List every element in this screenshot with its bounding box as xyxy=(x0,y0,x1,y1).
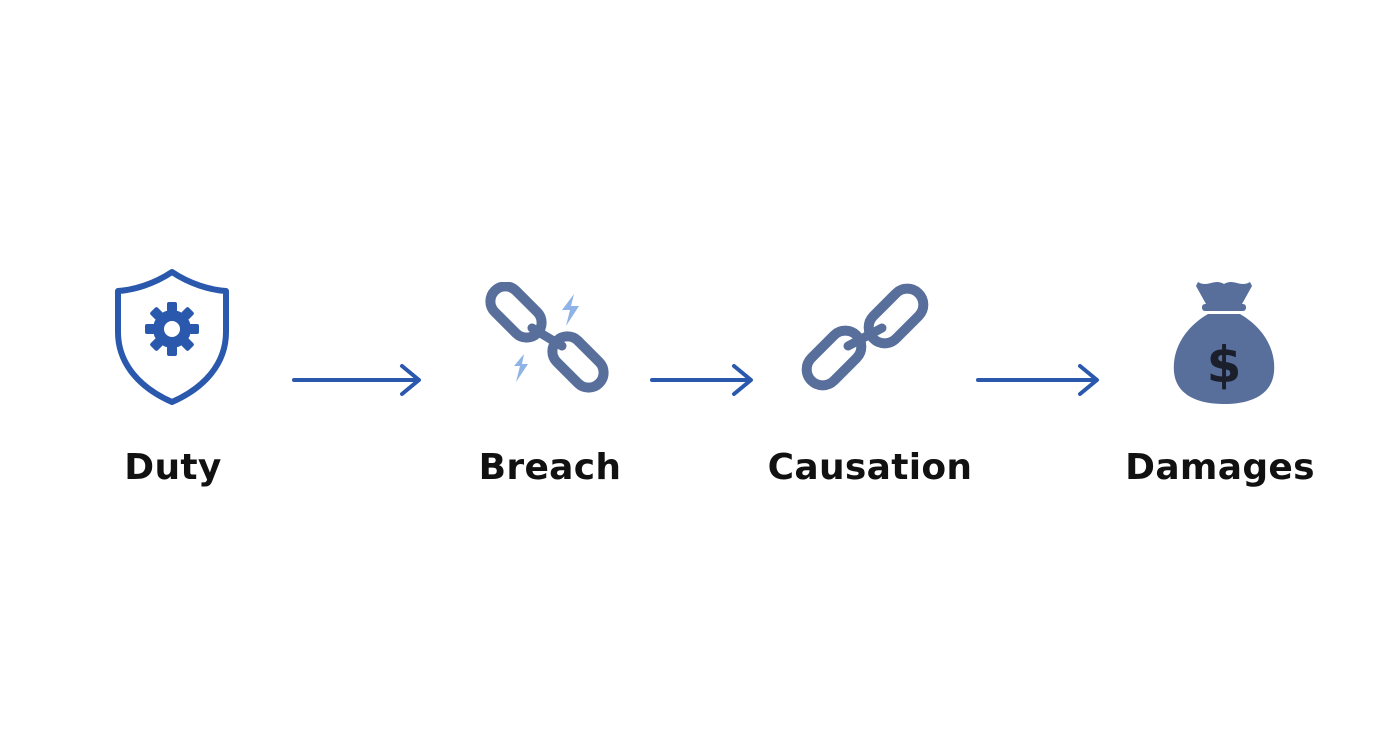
chain-link-icon xyxy=(792,278,938,398)
arrow-right-icon xyxy=(650,362,758,398)
spark-icon xyxy=(514,294,579,382)
step-label-causation: Causation xyxy=(767,447,973,488)
step-label-duty: Duty xyxy=(124,447,222,488)
svg-text:$: $ xyxy=(1207,336,1242,394)
broken-chain-icon xyxy=(482,282,618,394)
step-label-damages: Damages xyxy=(1125,447,1315,488)
arrow-right-icon xyxy=(292,362,426,398)
money-bag-icon: $ xyxy=(1168,274,1280,410)
arrow-right-icon xyxy=(976,362,1104,398)
step-label-breach: Breach xyxy=(478,447,622,488)
shield-gear-icon xyxy=(110,264,234,408)
